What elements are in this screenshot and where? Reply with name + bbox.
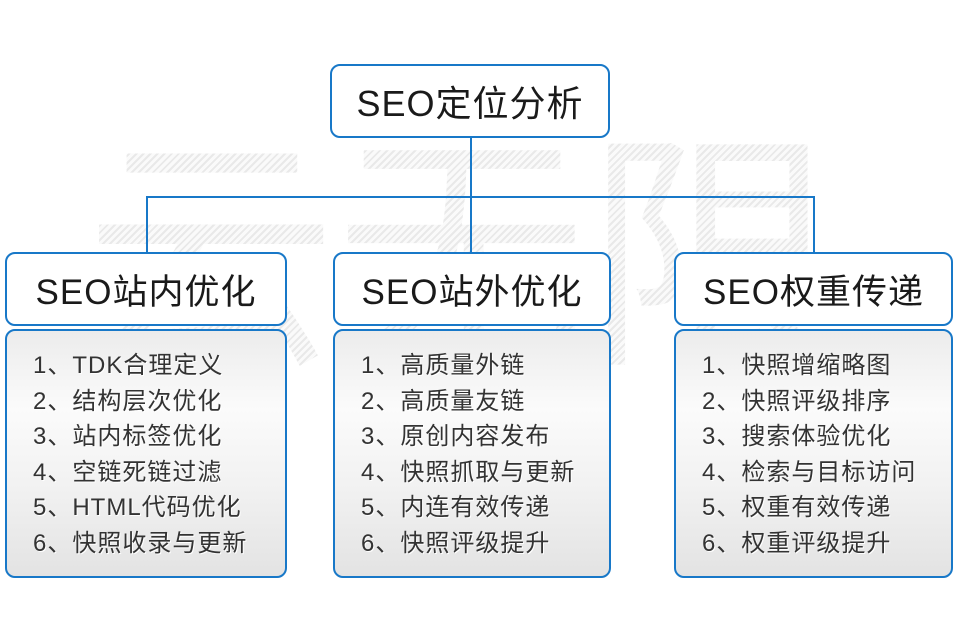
connector-drop-right <box>813 197 815 252</box>
list-item: 1、快照增缩略图 <box>702 352 892 379</box>
list-item: 6、快照评级提升 <box>361 529 551 557</box>
list-item: 2、结构层次优化 <box>33 387 223 415</box>
column-list-onsite: 1、TDK合理定义 2、结构层次优化 3、站内标签优化 4、空链死链过滤 5、H… <box>5 329 287 578</box>
root-node: SEO定位分析 <box>330 64 610 138</box>
column-list-weight: 1、快照增缩略图 2、快照评级排序 3、搜索体验优化 4、检索与目标访问 5、权… <box>674 329 953 578</box>
list-item: 1、TDK合理定义 <box>33 352 224 379</box>
column-list-offsite: 1、高质量外链 2、高质量友链 3、原创内容发布 4、快照抓取与更新 5、内连有… <box>333 329 611 578</box>
list-item: 4、快照抓取与更新 <box>361 458 576 486</box>
list-item: 5、HTML代码优化 <box>33 494 242 521</box>
list-item: 3、原创内容发布 <box>361 423 551 450</box>
column-header-offsite: SEO站外优化 <box>333 252 611 326</box>
list-item: 6、快照收录与更新 <box>33 529 248 557</box>
column-header-onsite: SEO站内优化 <box>5 252 287 326</box>
list-item: 2、快照评级排序 <box>702 387 892 415</box>
list-item: 2、高质量友链 <box>361 387 526 415</box>
connector-root-vertical <box>470 138 472 252</box>
item-list: 1、快照增缩略图 2、快照评级排序 3、搜索体验优化 4、检索与目标访问 5、权… <box>702 348 943 561</box>
list-item: 3、站内标签优化 <box>33 423 223 450</box>
list-item: 4、检索与目标访问 <box>702 458 917 486</box>
connector-horizontal <box>146 196 815 198</box>
connector-drop-left <box>146 197 148 252</box>
column-header-weight: SEO权重传递 <box>674 252 953 326</box>
item-list: 1、TDK合理定义 2、结构层次优化 3、站内标签优化 4、空链死链过滤 5、H… <box>33 348 277 561</box>
list-item: 4、空链死链过滤 <box>33 458 223 486</box>
item-list: 1、高质量外链 2、高质量友链 3、原创内容发布 4、快照抓取与更新 5、内连有… <box>361 348 601 561</box>
list-item: 6、权重评级提升 <box>702 529 892 557</box>
list-item: 3、搜索体验优化 <box>702 423 892 450</box>
list-item: 5、内连有效传递 <box>361 494 551 521</box>
list-item: 5、权重有效传递 <box>702 494 892 521</box>
list-item: 1、高质量外链 <box>361 352 526 379</box>
